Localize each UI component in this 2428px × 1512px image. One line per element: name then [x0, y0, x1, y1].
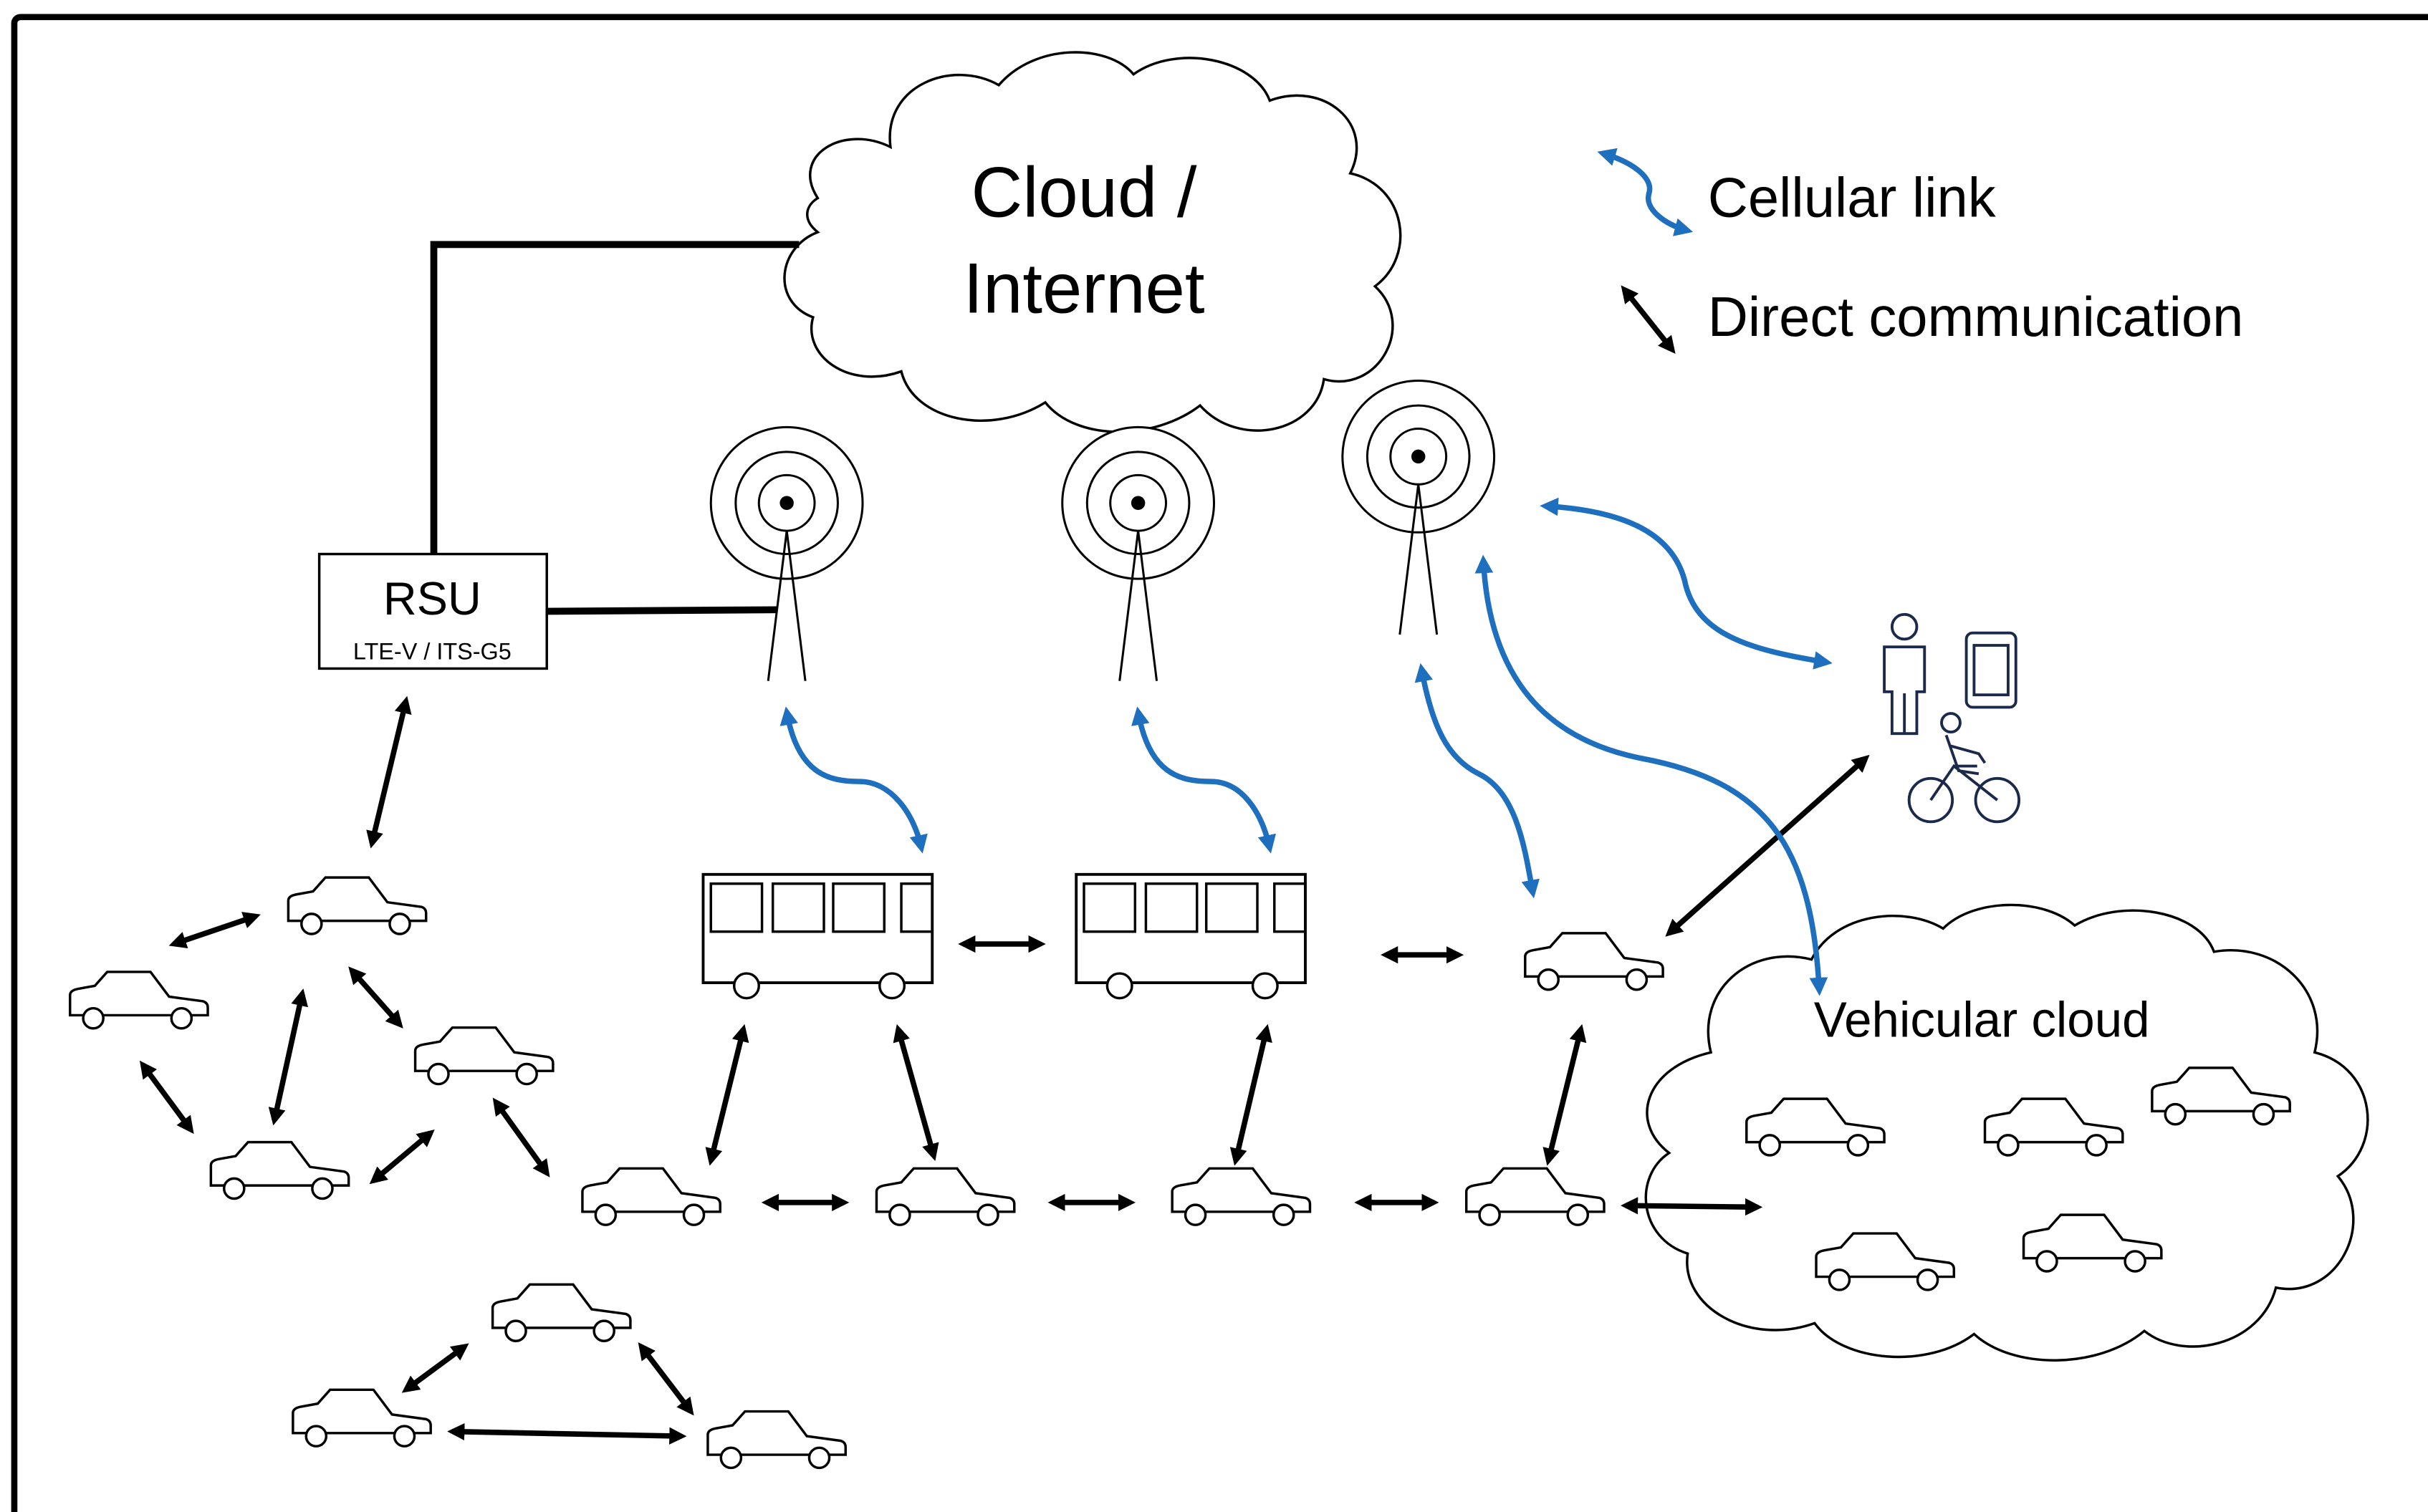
cloud-icon: [783, 51, 1402, 433]
pedestrian-icon: [1883, 612, 1926, 736]
direct-link: [1620, 1197, 1763, 1216]
cellular-link: [1414, 663, 1540, 899]
car-icon: [292, 1388, 432, 1448]
car-icon: [1464, 1167, 1606, 1226]
direct-link: [1229, 1024, 1272, 1166]
cyclist-icon: [1907, 712, 2021, 824]
cell-tower-icon: [1061, 425, 1216, 683]
direct-link: [893, 1024, 939, 1162]
smartphone-icon: [1964, 631, 2017, 709]
direct-link: [1665, 754, 1870, 937]
legend: Cellular link Direct communication: [1597, 148, 2244, 355]
car-icon: [491, 1283, 632, 1342]
direct-link: [492, 1097, 550, 1178]
direct-link: [369, 1129, 435, 1185]
direct-links: [139, 695, 1870, 1445]
cellular-link: [1131, 706, 1277, 854]
rsu-title: RSU: [383, 572, 481, 625]
rsu-box: RSU LTE-V / ITS-G5: [317, 552, 548, 670]
car-icon: [69, 971, 209, 1030]
bus-icon: [1075, 872, 1307, 1000]
legend-cellular-icon: [1597, 148, 1694, 236]
cloud-label-line2: Internet: [964, 249, 1205, 328]
cloud-label-line1: Cloud /: [971, 153, 1197, 232]
bus-icon: [701, 872, 934, 1000]
car-icon: [1524, 932, 1664, 991]
direct-link: [638, 1342, 694, 1416]
car-icon: [706, 1410, 847, 1470]
cellular-link: [1474, 554, 1828, 996]
direct-link: [447, 1422, 687, 1445]
cellular-link: [1540, 497, 1833, 670]
cell-tower-icon: [709, 425, 864, 683]
direct-link: [139, 1060, 194, 1135]
legend-direct-label: Direct communication: [1708, 286, 2244, 348]
cellular-links: [779, 497, 1833, 996]
figure-frame: [11, 14, 2428, 1512]
car-icon: [875, 1167, 1016, 1226]
cloud-internet: Cloud / Internet: [783, 51, 1402, 433]
car-icon: [413, 1026, 555, 1086]
legend-direct-icon: [1621, 285, 1676, 355]
direct-link: [366, 695, 412, 849]
legend-cellular-label: Cellular link: [1708, 167, 1996, 228]
car-icon: [581, 1167, 721, 1226]
direct-link: [168, 912, 261, 949]
direct-link: [401, 1343, 469, 1393]
direct-link: [705, 1024, 749, 1166]
vehicular-cloud: Vehicular cloud: [1644, 903, 2369, 1362]
vehicular-cloud-label: Vehicular cloud: [1814, 992, 2150, 1048]
car-icon: [209, 1140, 350, 1200]
direct-link: [1542, 1024, 1587, 1166]
wired-link-rsu-cloud: [430, 241, 800, 557]
wired-link-rsu-tower: [545, 606, 778, 615]
direct-link: [348, 966, 403, 1029]
car-icon: [1171, 1167, 1312, 1226]
cell-tower-icon: [1341, 380, 1496, 636]
direct-link: [268, 988, 309, 1126]
rsu-subtitle: LTE-V / ITS-G5: [353, 638, 512, 664]
cellular-link: [779, 706, 928, 854]
car-icon: [287, 876, 428, 935]
